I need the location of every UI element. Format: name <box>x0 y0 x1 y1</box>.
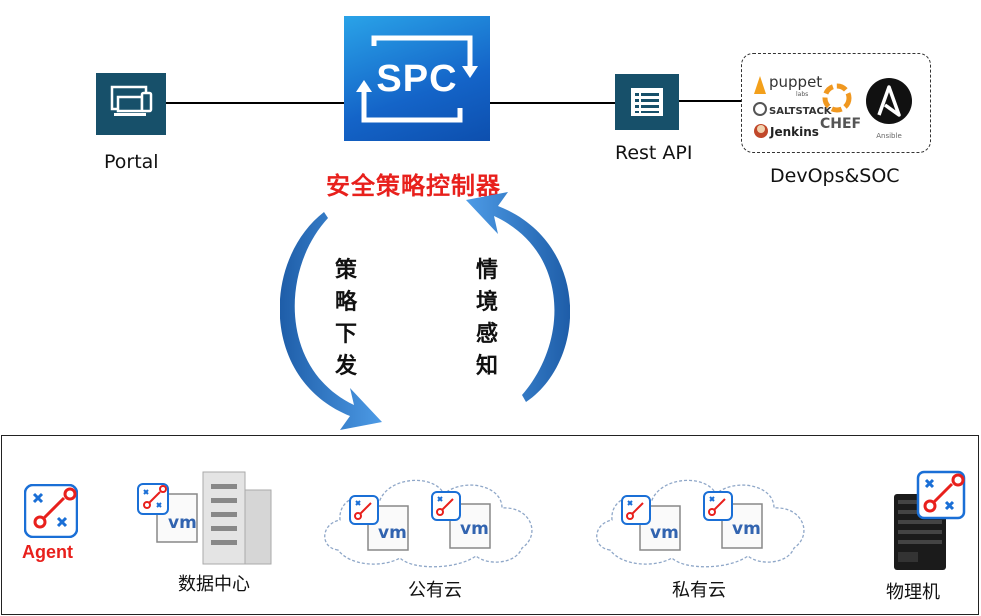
devops-tools-box: puppet labs SALTSTACK Jenkins CHEF Ansib… <box>741 53 931 153</box>
agent-mini-icon <box>431 491 461 521</box>
private-cloud-label: 私有云 <box>672 580 726 601</box>
desktop-laptop-phone-icon <box>110 85 153 116</box>
svg-text:vm: vm <box>460 519 489 539</box>
agent-mini-icon <box>349 495 379 525</box>
cycle-arrows <box>280 192 570 430</box>
spc-logo-text: SPC <box>376 58 458 100</box>
svg-text:vm: vm <box>168 513 197 533</box>
api-list-icon <box>631 88 663 116</box>
saltstack-icon <box>753 102 767 116</box>
ansible-icon <box>866 78 912 124</box>
chef-text: CHEF <box>820 116 861 132</box>
context-aware-label: 情境感知 <box>475 258 498 379</box>
ansible-text: Ansible <box>876 132 902 140</box>
physical-machine-label: 物理机 <box>886 582 940 603</box>
rest-api-label: Rest API <box>615 142 693 164</box>
saltstack-text: SALTSTACK <box>769 106 833 117</box>
physical-server-icon <box>894 470 966 570</box>
policy-down-arrow <box>280 212 382 430</box>
private-cloud: vm vm <box>596 479 805 568</box>
svg-text:vm: vm <box>732 519 761 539</box>
public-cloud-label: 公有云 <box>408 580 462 601</box>
agent-mini-icon <box>916 470 966 520</box>
agent-label: Agent <box>22 542 73 562</box>
agent-icon <box>24 484 78 538</box>
agent-mini-icon <box>137 483 169 515</box>
policy-down-label: 策略下发 <box>334 258 357 379</box>
datacenter-icon: vm <box>137 471 272 565</box>
devops-logos: puppet labs SALTSTACK Jenkins CHEF Ansib… <box>753 73 912 140</box>
rest-api-tile[interactable] <box>615 74 679 130</box>
portal-label: Portal <box>104 151 159 173</box>
puppet-icon <box>754 76 766 94</box>
jenkins-text: Jenkins <box>769 125 819 139</box>
controller-title: 安全策略控制器 <box>326 172 501 200</box>
chef-icon <box>822 83 852 113</box>
agent-mini-icon <box>621 495 651 525</box>
agent-mini-icon <box>703 491 733 521</box>
devops-label: DevOps&SOC <box>770 165 900 187</box>
spc-logo[interactable]: SPC <box>344 16 490 141</box>
portal-tile[interactable] <box>96 73 166 135</box>
datacenter-label: 数据中心 <box>178 574 250 595</box>
svg-text:vm: vm <box>378 523 407 543</box>
cycle-frame-icon <box>356 35 478 123</box>
public-cloud: vm vm <box>324 479 533 568</box>
svg-text:vm: vm <box>650 523 679 543</box>
puppet-text: puppet <box>769 73 822 91</box>
puppet-labs-text: labs <box>796 91 808 98</box>
context-up-arrow <box>466 192 570 402</box>
